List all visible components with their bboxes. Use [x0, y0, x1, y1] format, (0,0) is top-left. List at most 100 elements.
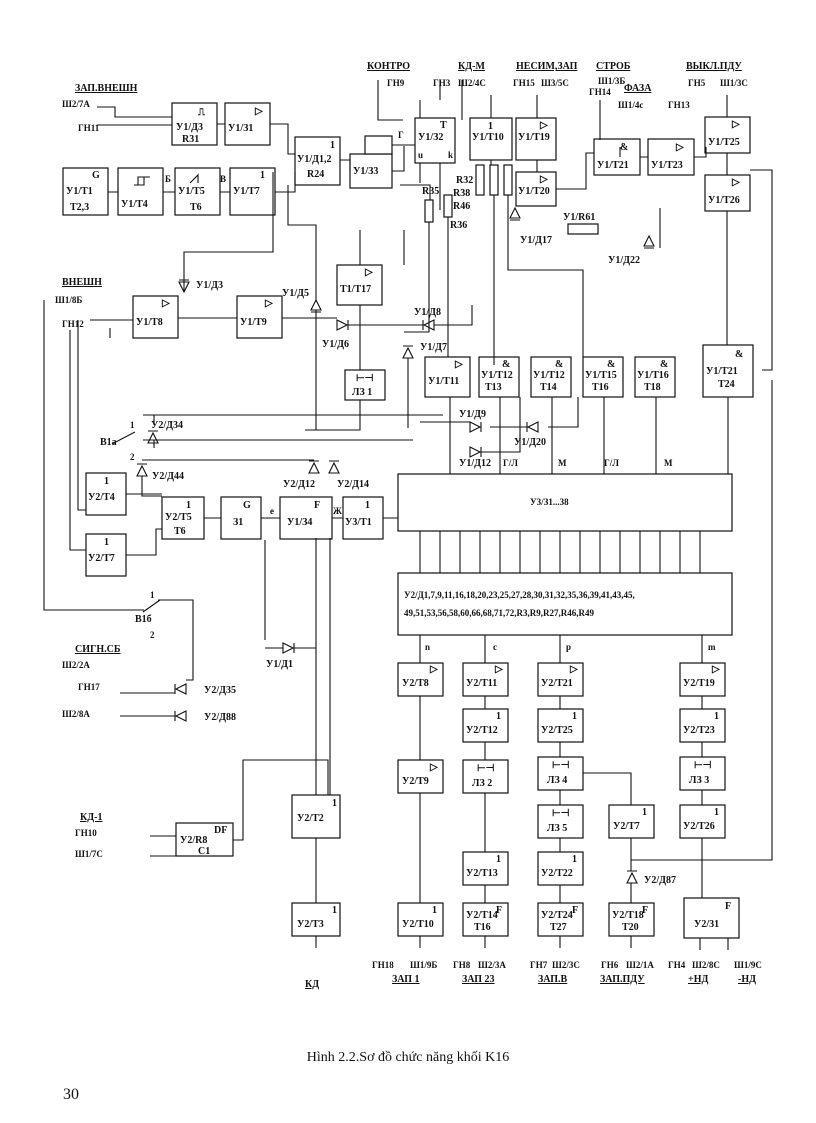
port-sh2-8a: Ш2/8А: [62, 709, 90, 719]
diode-y1-d7: [402, 345, 414, 359]
diode-y2-d44-label: У2/Д44: [152, 471, 184, 482]
block-y1-t16-18: [634, 356, 676, 398]
port-sh1-4c: Ш1/4с: [618, 100, 643, 110]
diode-y2-d35-label: У2/Д35: [204, 685, 236, 696]
block-y1-t15-16: [582, 356, 624, 398]
diode-y1-d20-label: У1/Д20: [514, 437, 546, 448]
block-y1-t25-label: У1/Т25: [708, 137, 740, 148]
block-y1-t8-sym: ▷: [161, 298, 171, 309]
block-y2-t11-label: У2/Т11: [466, 678, 497, 689]
block-y1-t7: [229, 167, 276, 216]
block-lz3: [679, 756, 726, 791]
block-t13-label: Т13: [485, 382, 502, 393]
sig-m3: m: [708, 642, 716, 652]
block-y2-t7-label: У2/Т7: [88, 553, 115, 564]
sig-n: n: [425, 642, 430, 652]
block-y2-t24-sym: F: [572, 905, 578, 916]
block-y1-z34: [279, 496, 333, 540]
block-y2-t2-label: У2/Т2: [297, 813, 324, 824]
block-y2-t11: [462, 662, 509, 697]
block-y2-t14: [462, 902, 509, 937]
block-y1-t11: [424, 356, 471, 398]
block-y1-d3: [171, 102, 218, 146]
switch-v1b: [142, 599, 161, 613]
block-y1-t9-sym: ▷: [264, 298, 274, 309]
block-lz5: [537, 804, 584, 839]
block-y2-t14-sym: F: [496, 905, 502, 916]
switch-v1a: [111, 431, 136, 445]
block-y1-t12-13-sym: &: [502, 359, 510, 370]
block-y2-t9-label: У2/Т9: [402, 776, 429, 787]
sig-e: е: [270, 506, 274, 516]
block-y2-t18-sym: F: [642, 905, 648, 916]
header-kd-m: КД-М: [458, 61, 485, 72]
block-y1-t21-sym: &: [620, 142, 628, 153]
diode-y2-d87: [626, 870, 638, 884]
block-y2-t4: [85, 472, 127, 516]
figure-caption: Hình 2.2.Sơ đồ chức năng khối K16: [306, 1050, 510, 1065]
diode-y2-d12: [308, 460, 320, 474]
block-y1-t12b-label: У1/Т12: [533, 370, 565, 381]
port-sh2-4c: Ш2/4С: [458, 78, 486, 88]
block-lz5-sym: ⊢⊣: [552, 808, 570, 819]
block-y1-t20-label: У1/Т20: [518, 186, 550, 197]
block-y1-t7-label: У1/Т7: [233, 186, 260, 197]
block-y1-z31-label: У1/З1: [228, 123, 253, 134]
resistor-r35-label: R35: [422, 186, 439, 197]
port-sh1-3c: Ш1/3С: [720, 78, 748, 88]
block-y1-t9: [236, 295, 283, 339]
diode-y2-d35: [174, 683, 187, 695]
block-t1-t17-sym: ▷: [364, 267, 374, 278]
block-y1-z33-label: У1/З3: [353, 166, 378, 177]
resistor-r36: [443, 194, 453, 218]
output-mnd: -НД: [738, 974, 756, 985]
block-y1-z31: [224, 102, 271, 146]
header-sign-sb: СИГН.СБ: [75, 644, 121, 655]
block-y1-d12-label: У1/Д1,2: [297, 154, 332, 165]
block-y1-t21-24: [702, 344, 754, 398]
block-y1-t12-14: [530, 356, 572, 398]
block-y1-z34-label: У1/З4: [287, 517, 312, 528]
switch-v1a-label: В1а: [100, 437, 117, 448]
block-r24-label: R24: [307, 169, 324, 180]
block-lz1-sym: ⊢⊣: [356, 373, 374, 384]
block-y2-t18-label: У2/Т18: [612, 910, 644, 921]
diode-y1-d6: [336, 319, 349, 331]
output-gn8: ГН8: [453, 960, 471, 970]
resistor-r35: [424, 199, 434, 223]
diode-y1-d12-label: У1/Д12: [459, 458, 491, 469]
output-sh2-3a: Ш2/3А: [478, 960, 506, 970]
block-y1-t8: [132, 295, 179, 339]
diode-y1-d17: [509, 206, 521, 221]
output-sh1-9c: Ш1/9С: [734, 960, 762, 970]
block-y1-t19-sym: ▷: [539, 120, 549, 131]
page-number: 30: [63, 1086, 79, 1103]
output-zap23: ЗАП 23: [462, 974, 495, 985]
block-z31-label: З1: [233, 517, 243, 528]
block-y2-31-sym: F: [725, 901, 731, 912]
sig-zh: Ж: [333, 506, 342, 516]
block-y2-t11-sym: ▷: [494, 664, 504, 675]
block-y1-t25: [704, 116, 751, 154]
block-y1-t21-24-sym: &: [735, 349, 743, 360]
block-y1-t12-13: [478, 356, 520, 398]
block-y1-t16b-label: У1/Т16: [637, 370, 669, 381]
port-gn5: ГН5: [688, 78, 706, 88]
block-lz2-sym: ⊢⊣: [477, 763, 495, 774]
block-lz1-label: ЛЗ 1: [352, 387, 372, 398]
header-vnesh: ВНЕШН: [62, 277, 102, 288]
block-y2-t5-sym: 1: [186, 500, 191, 511]
block-y1-t4-label: У1/Т4: [121, 199, 148, 210]
resistor-r61-label: У1/R61: [563, 212, 595, 223]
block-t14-label: Т14: [540, 382, 557, 393]
bus-y2-diodes: [397, 572, 733, 636]
diode-y2-d88-label: У2/Д88: [204, 712, 236, 723]
block-y1-t19-label: У1/Т19: [518, 132, 550, 143]
switch-v1b-label: В1б: [135, 614, 152, 625]
block-y2-t27-label: Т27: [550, 922, 567, 933]
block-y2-t22-label: У2/Т22: [541, 868, 573, 879]
block-y2-t4-sym: 1: [104, 476, 109, 487]
block-y1-t26-label: У1/Т26: [708, 195, 740, 206]
sig-gl-1: Г/Л: [503, 458, 518, 468]
block-y2-31-label: У2/31: [694, 919, 719, 930]
